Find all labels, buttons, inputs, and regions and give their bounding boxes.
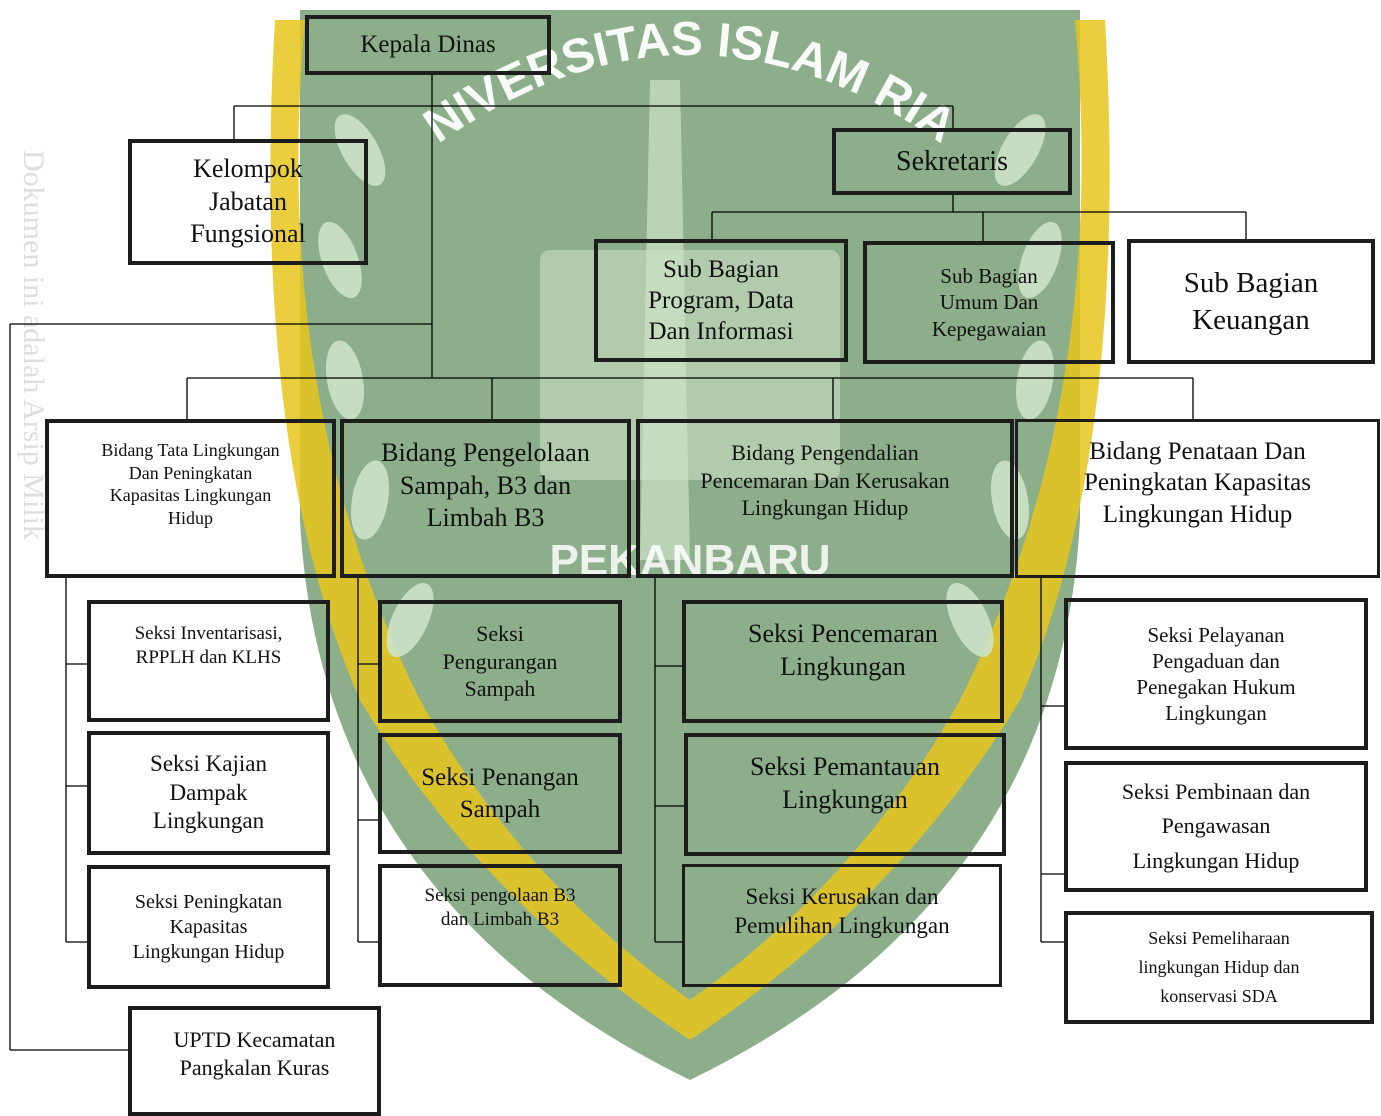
seal-ribbon-right — [690, 20, 1110, 1040]
box-seksi-pengolaan-b3: Seksi pengolaan B3 dan Limbah B3 — [378, 864, 622, 987]
box-bidang-tata-lingkungan: Bidang Tata Lingkungan Dan Peningkatan K… — [45, 419, 336, 578]
seal-ribbon-left — [270, 20, 690, 1040]
box-sub-bagian-keuangan: Sub Bagian Keuangan — [1127, 239, 1375, 364]
box-seksi-pembinaan-pengawasan: Seksi Pembinaan dan Pengawasan Lingkunga… — [1064, 761, 1368, 892]
box-sub-bagian-program: Sub Bagian Program, Data Dan Informasi — [594, 239, 848, 362]
box-kepala-dinas: Kepala Dinas — [305, 15, 551, 75]
box-seksi-kerusakan-pemulihan: Seksi Kerusakan dan Pemulihan Lingkungan — [682, 864, 1002, 987]
box-uptd-pangkalan-kuras: UPTD Kecamatan Pangkalan Kuras — [128, 1006, 381, 1116]
box-sekretaris: Sekretaris — [832, 128, 1072, 195]
box-seksi-pencemaran-lingkungan: Seksi Pencemaran Lingkungan — [682, 600, 1004, 723]
box-seksi-peningkatan-kapasitas: Seksi Peningkatan Kapasitas Lingkungan H… — [87, 865, 330, 989]
box-bidang-pengelolaan-sampah: Bidang Pengelolaan Sampah, B3 dan Limbah… — [340, 419, 631, 578]
box-seksi-pemantauan-lingkungan: Seksi Pemantauan Lingkungan — [684, 733, 1006, 856]
seal-pen — [640, 80, 690, 560]
box-sub-bagian-umum: Sub Bagian Umum Dan Kepegawaian — [863, 241, 1115, 364]
box-seksi-pemeliharaan-lingkungan: Seksi Pemeliharaan lingkungan Hidup dan … — [1064, 911, 1374, 1024]
box-seksi-pengurangan-sampah: Seksi Pengurangan Sampah — [378, 600, 622, 723]
box-kelompok-jabatan-fungsional: Kelompok Jabatan Fungsional — [128, 139, 368, 265]
box-bidang-pengendalian-pencemaran: Bidang Pengendalian Pencemaran Dan Kerus… — [636, 419, 1014, 578]
box-seksi-kajian-dampak: Seksi Kajian Dampak Lingkungan — [87, 731, 330, 855]
box-seksi-penangan-sampah: Seksi Penangan Sampah — [378, 733, 622, 854]
box-seksi-pelayanan-pengaduan: Seksi Pelayanan Pengaduan dan Penegakan … — [1064, 598, 1368, 750]
box-bidang-penataan: Bidang Penataan Dan Peningkatan Kapasita… — [1015, 419, 1380, 578]
box-seksi-inventarisasi: Seksi Inventarisasi, RPPLH dan KLHS — [87, 600, 330, 722]
side-archive-text: Dokumen ini adalah Arsip Milik — [17, 150, 50, 540]
seal-shield — [300, 10, 1080, 1080]
